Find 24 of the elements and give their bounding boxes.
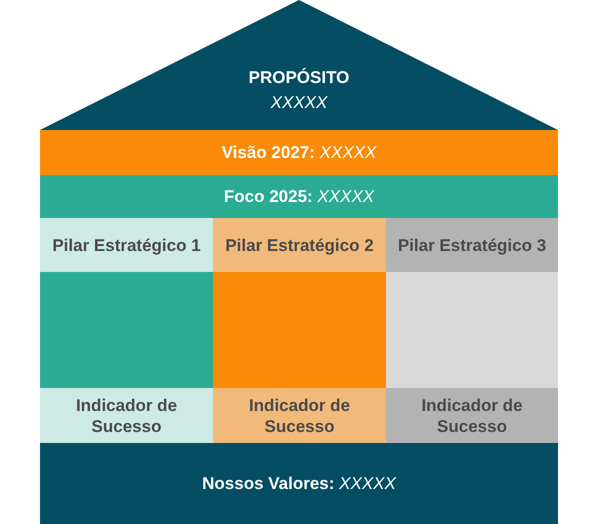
heading: PROPÓSITO (248, 67, 350, 88)
pillar-header (386, 218, 558, 272)
cell-label: Indicador de Sucesso (74, 394, 178, 436)
foundation-band (40, 443, 558, 524)
pillar-column (386, 272, 558, 388)
cell-label: Pilar Estratégico 3 (398, 234, 546, 256)
pillar-column (40, 272, 213, 388)
pillar-header (213, 218, 386, 272)
pillar-header (40, 218, 213, 272)
indicator-cell (40, 388, 213, 443)
band-title: Foco 2025: XXXXX (224, 186, 374, 207)
placeholder-text: XXXXX (270, 92, 328, 113)
vision-band (40, 130, 558, 175)
roof-triangle (40, 0, 558, 130)
band-title: Visão 2027: XXXXX (222, 142, 376, 163)
pillar-column (213, 272, 386, 388)
cell-label: Indicador de Sucesso (248, 394, 352, 436)
band-title: Nossos Valores: XXXXX (202, 473, 396, 494)
cell-label: Pilar Estratégico 2 (225, 234, 374, 256)
indicator-cell (386, 388, 558, 443)
cell-label: Pilar Estratégico 1 (52, 234, 201, 256)
focus-band (40, 175, 558, 218)
cell-label: Indicador de Sucesso (420, 394, 524, 436)
indicator-cell (213, 388, 386, 443)
